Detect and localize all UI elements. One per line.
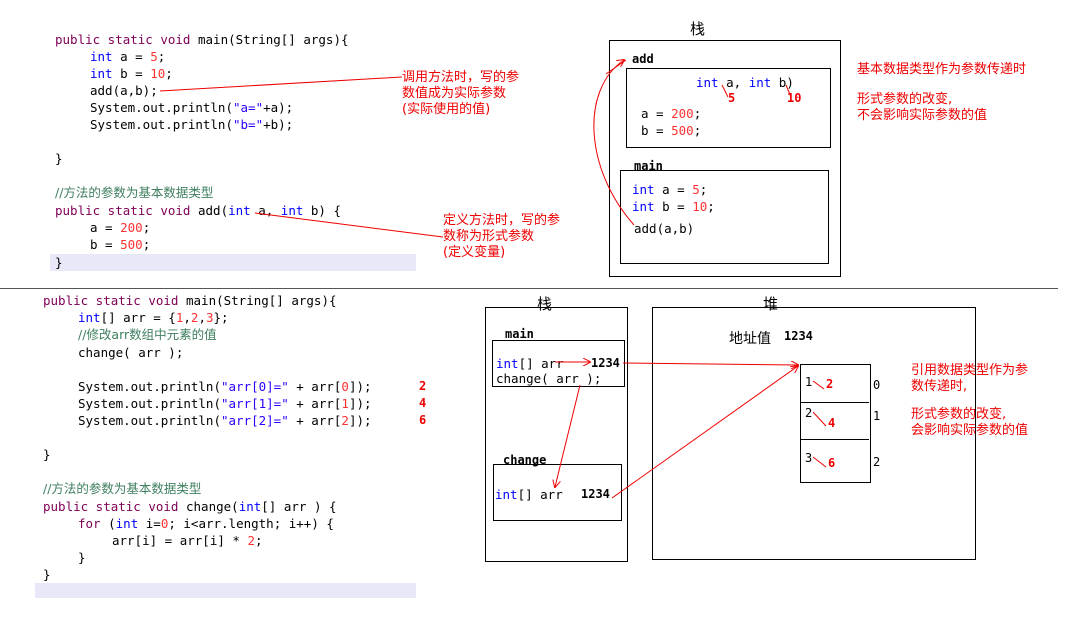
main-frame <box>620 170 829 264</box>
code-line: int b = 10; <box>90 66 173 81</box>
add-frame-params: int a, int b) <box>696 75 794 90</box>
code-line: a = 200; <box>90 220 151 235</box>
code-line: arr[i] = arr[i] * 2; <box>112 533 263 548</box>
address-value: 1234 <box>784 329 813 343</box>
code-line: System.out.println("arr[0]=" + arr[0]); <box>78 379 372 394</box>
main-frame-line: int[] arr <box>496 356 572 371</box>
array-index: 1 <box>873 409 881 423</box>
array-old-value: 3 <box>805 451 813 465</box>
code-comment: //方法的参数为基本数据类型 <box>55 185 214 200</box>
section-divider <box>0 288 1058 289</box>
code-line: change( arr ); <box>78 345 184 360</box>
array-old-value: 2 <box>805 406 813 420</box>
ref-arrow <box>611 366 798 499</box>
note-primitive-title: 基本数据类型作为参数传递时 <box>857 62 1027 77</box>
code-line: } <box>43 447 51 462</box>
annotation-connector <box>159 76 403 92</box>
change-frame-line: int[] arr <box>495 487 571 502</box>
modify-arrow <box>812 411 827 427</box>
main-frame-line: int b = 10; <box>632 199 715 214</box>
annotation-actual-param: 调用方法时，写的参 数值成为实际参数 (实际使用的值) <box>402 70 520 117</box>
code-line: int a = 5; <box>90 49 166 64</box>
change-frame <box>493 464 622 521</box>
main-frame-label: main <box>634 159 663 173</box>
code-line: System.out.println("arr[2]=" + arr[2]); <box>78 413 372 428</box>
note-reference-title: 引用数据类型作为参 数传递时, <box>911 363 1029 394</box>
code-line: } <box>55 151 63 166</box>
change-frame-address: 1234 <box>581 487 610 501</box>
code-line: } <box>55 255 63 270</box>
add-frame-line: a = 200; <box>641 106 702 121</box>
code-line: } <box>78 550 86 565</box>
array-index: 2 <box>873 455 881 469</box>
code-line: System.out.println("arr[1]=" + arr[1]); <box>78 396 372 411</box>
stack-frame-area <box>485 307 628 562</box>
code-comment: //方法的参数为基本数据类型 <box>43 481 202 496</box>
add-frame-line: b = 500; <box>641 123 702 138</box>
main-frame-label: main <box>505 327 534 341</box>
code-line: public static void main(String[] args){ <box>43 293 337 308</box>
code-line: int[] arr = {1,2,3}; <box>78 310 229 325</box>
add-frame-label: add <box>632 52 654 66</box>
add-frame <box>626 68 831 148</box>
output-value: 4 <box>419 396 427 410</box>
modify-arrow <box>812 380 825 390</box>
annotation-connector <box>254 212 444 238</box>
call-arrow-tail <box>605 59 627 75</box>
main-frame-address: 1234 <box>591 356 620 370</box>
ref-arrow <box>622 363 798 365</box>
array-new-value: 4 <box>828 416 836 430</box>
code-line: for (int i=0; i<arr.length; i++) { <box>78 516 334 531</box>
code-line: System.out.println("b="+b); <box>90 117 294 132</box>
address-label: 地址值 <box>729 331 771 347</box>
call-arrow <box>593 60 635 226</box>
code-line: public static void change(int[] arr ) { <box>43 499 337 514</box>
annotation-formal-param: 定义方法时，写的参 数称为形式参数 (定义变量) <box>443 213 561 260</box>
heap-area <box>652 307 976 560</box>
value-arrow <box>785 84 792 98</box>
code-line: } <box>43 567 51 582</box>
code-line: System.out.println("a="+a); <box>90 100 294 115</box>
array-new-value: 6 <box>828 456 836 470</box>
code-line: public static void add(int a, int b) { <box>55 203 342 218</box>
array-index: 0 <box>873 378 881 392</box>
main-frame-call: change( arr ); <box>496 371 602 386</box>
array-old-value: 1 <box>805 375 813 389</box>
output-value: 2 <box>419 379 427 393</box>
add-frame-value-a: 5 <box>728 91 736 105</box>
code-line: add(a,b); <box>90 83 158 98</box>
call-arrow <box>555 384 581 487</box>
stack-frame-area <box>609 40 841 277</box>
code-comment: //修改arr数组中元素的值 <box>78 327 217 342</box>
modify-arrow <box>812 456 827 468</box>
array-new-value: 2 <box>826 377 834 391</box>
stack-title: 栈 <box>537 295 553 313</box>
output-value: 6 <box>419 413 427 427</box>
heap-array <box>800 364 871 483</box>
main-frame-line: int a = 5; <box>632 182 708 197</box>
code-line: b = 500; <box>90 237 151 252</box>
value-arrow <box>721 84 729 98</box>
main-frame-call: add(a,b) <box>634 221 695 236</box>
current-line-highlight <box>35 583 416 598</box>
note-primitive-detail: 形式参数的改变, 不会影响实际参数的值 <box>857 92 988 123</box>
current-line-highlight <box>50 254 416 271</box>
code-line: public static void main(String[] args){ <box>55 32 349 47</box>
heap-title: 堆 <box>763 295 779 313</box>
change-frame-label: change <box>503 453 547 467</box>
heap-array-cell-divider <box>800 402 869 440</box>
stack-title: 栈 <box>690 20 706 38</box>
add-frame-value-b: 10 <box>787 91 802 105</box>
note-reference-detail: 形式参数的改变, 会影响实际参数的值 <box>911 407 1029 438</box>
